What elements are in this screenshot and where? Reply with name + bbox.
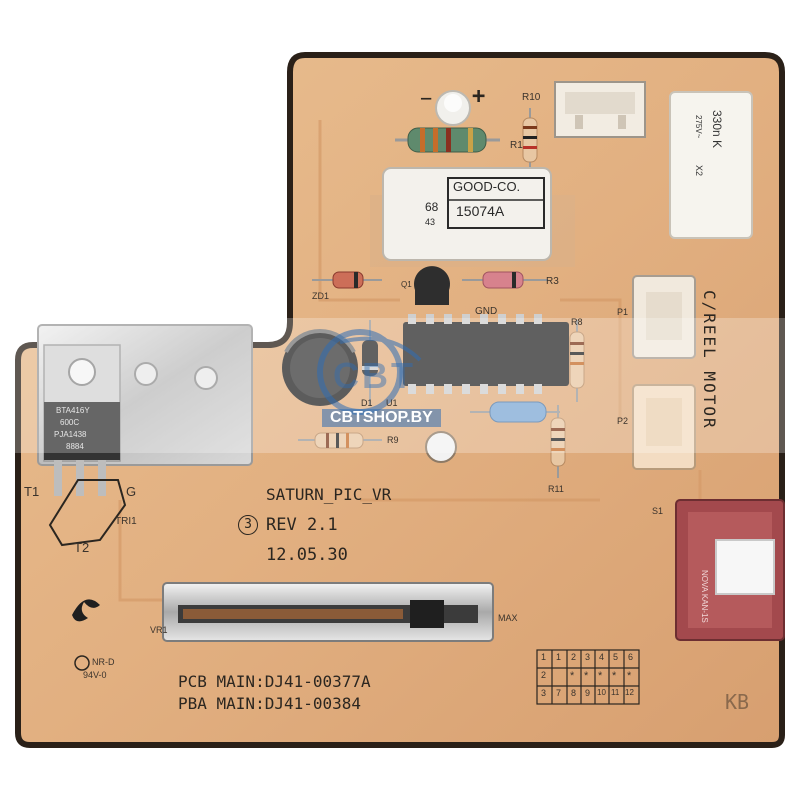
- resistor-r3: [462, 271, 548, 289]
- varistor-text-1: GOOD-CO.: [453, 179, 521, 194]
- r9-label: R9: [387, 435, 399, 445]
- triac-text-3: PJA1438: [54, 430, 87, 439]
- connector-p2: [632, 384, 696, 470]
- grid-top-4: 4: [599, 652, 605, 662]
- grid-top-1: 1: [556, 652, 562, 662]
- zd1-label: ZD1: [312, 291, 330, 301]
- motor-label: C/REEL MOTOR: [700, 290, 719, 430]
- connector-p1: [632, 275, 696, 359]
- ic-u1: [403, 314, 569, 394]
- triac-footprint: [48, 479, 127, 547]
- p2-label: P2: [617, 416, 629, 426]
- grid-mid-5: *: [627, 670, 632, 682]
- tri1-label: TRI1: [115, 516, 137, 527]
- grid-top-3: 3: [585, 652, 591, 662]
- r8-label: R8: [571, 317, 583, 327]
- s1-label: S1: [652, 506, 664, 516]
- grid-mid-3: *: [598, 670, 603, 682]
- grid-bottom-4: 10: [597, 688, 606, 697]
- led-minus-label: −: [420, 86, 433, 110]
- pcb-main: PCB MAIN:DJ41-00377A: [178, 672, 371, 691]
- pba-main: PBA MAIN:DJ41-00384: [178, 694, 362, 713]
- grid-bottom-6: 12: [625, 688, 634, 697]
- g-label: G: [126, 484, 137, 499]
- marking-grid: [536, 649, 640, 705]
- grid-bottom-5: 11: [611, 688, 620, 697]
- ul-mark-icon: [74, 655, 90, 671]
- grid-side-3: 3: [541, 688, 547, 698]
- r1-label: R1: [510, 140, 523, 151]
- triac-text-1: BTA416Y: [56, 406, 90, 415]
- varistor-text-2: 15074A: [456, 203, 505, 219]
- board-date: 12.05.30: [266, 545, 348, 565]
- d1-label: D1: [361, 398, 373, 408]
- mounting-hole: [425, 431, 457, 463]
- grid-top-5: 5: [613, 652, 619, 662]
- resistor-r11: [550, 405, 566, 478]
- revision-marker: 3: [238, 515, 258, 535]
- transistor-q1: [414, 266, 450, 305]
- switch-text: NOVA KAN-1S: [700, 570, 709, 623]
- board-revision: REV 2.1: [266, 515, 338, 535]
- resistor-r1: [395, 127, 500, 153]
- resistor-r8: [569, 320, 585, 402]
- led: [435, 90, 471, 126]
- power-resistor: [370, 167, 575, 267]
- grid-mid-4: *: [612, 670, 617, 682]
- brand-logo: [72, 599, 100, 622]
- grid-top-2: 2: [571, 652, 577, 662]
- gnd-label: GND: [475, 306, 498, 317]
- grid-bottom-3: 9: [585, 688, 591, 698]
- max-label: MAX: [498, 613, 518, 623]
- grid-bottom-1: 7: [556, 688, 562, 698]
- triac-text-4: 8884: [66, 442, 84, 451]
- ul-mark-text: NR-D: [92, 657, 115, 667]
- r10-label: R10: [522, 92, 541, 103]
- watermark-logo-text: CBT: [333, 355, 416, 396]
- watermark-site-text: CBTSHOP.BY: [322, 409, 441, 427]
- grid-mid-1: *: [570, 670, 575, 682]
- t1-label: T1: [24, 484, 40, 499]
- x2-capacitor: [669, 91, 753, 239]
- capacitor-text-1: 330n K: [710, 110, 724, 149]
- slide-potentiometer: [162, 582, 494, 642]
- resistor-r9: [298, 432, 382, 449]
- capacitor-text-2: 275V~: [694, 115, 703, 139]
- grid-bottom-2: 8: [571, 688, 577, 698]
- grid-side-1: 1: [541, 652, 547, 662]
- pcb-board: [15, 52, 785, 748]
- film-capacitor: [470, 401, 560, 423]
- grid-mid-2: *: [584, 670, 589, 682]
- vr1-label: VR1: [150, 625, 168, 635]
- capacitor-text-3: X2: [694, 165, 704, 177]
- varistor-side-1: 68: [425, 200, 439, 214]
- grid-side-2: 2: [541, 670, 547, 680]
- led-plus-label: +: [472, 84, 486, 109]
- triac: [43, 344, 121, 496]
- top-connector: [554, 81, 646, 138]
- board-name: SATURN_PIC_VR: [266, 485, 392, 504]
- triac-text-2: 600C: [60, 418, 80, 427]
- zener-zd1: [312, 271, 382, 289]
- grid-top-6: 6: [628, 652, 634, 662]
- flammability-text: 94V-0: [83, 670, 107, 680]
- resistor-r10: [522, 108, 538, 172]
- kb-mark: KB: [725, 690, 750, 714]
- r3-label: R3: [546, 276, 559, 287]
- q1-label: Q1: [401, 280, 412, 289]
- revision-marker-text: 3: [244, 517, 252, 532]
- p1-label: P1: [617, 307, 629, 317]
- u1-label: U1: [386, 398, 398, 408]
- r11-label: R11: [548, 484, 564, 494]
- power-switch: [675, 499, 785, 641]
- t2-label: T2: [74, 540, 90, 555]
- varistor-side-2: 43: [425, 217, 436, 227]
